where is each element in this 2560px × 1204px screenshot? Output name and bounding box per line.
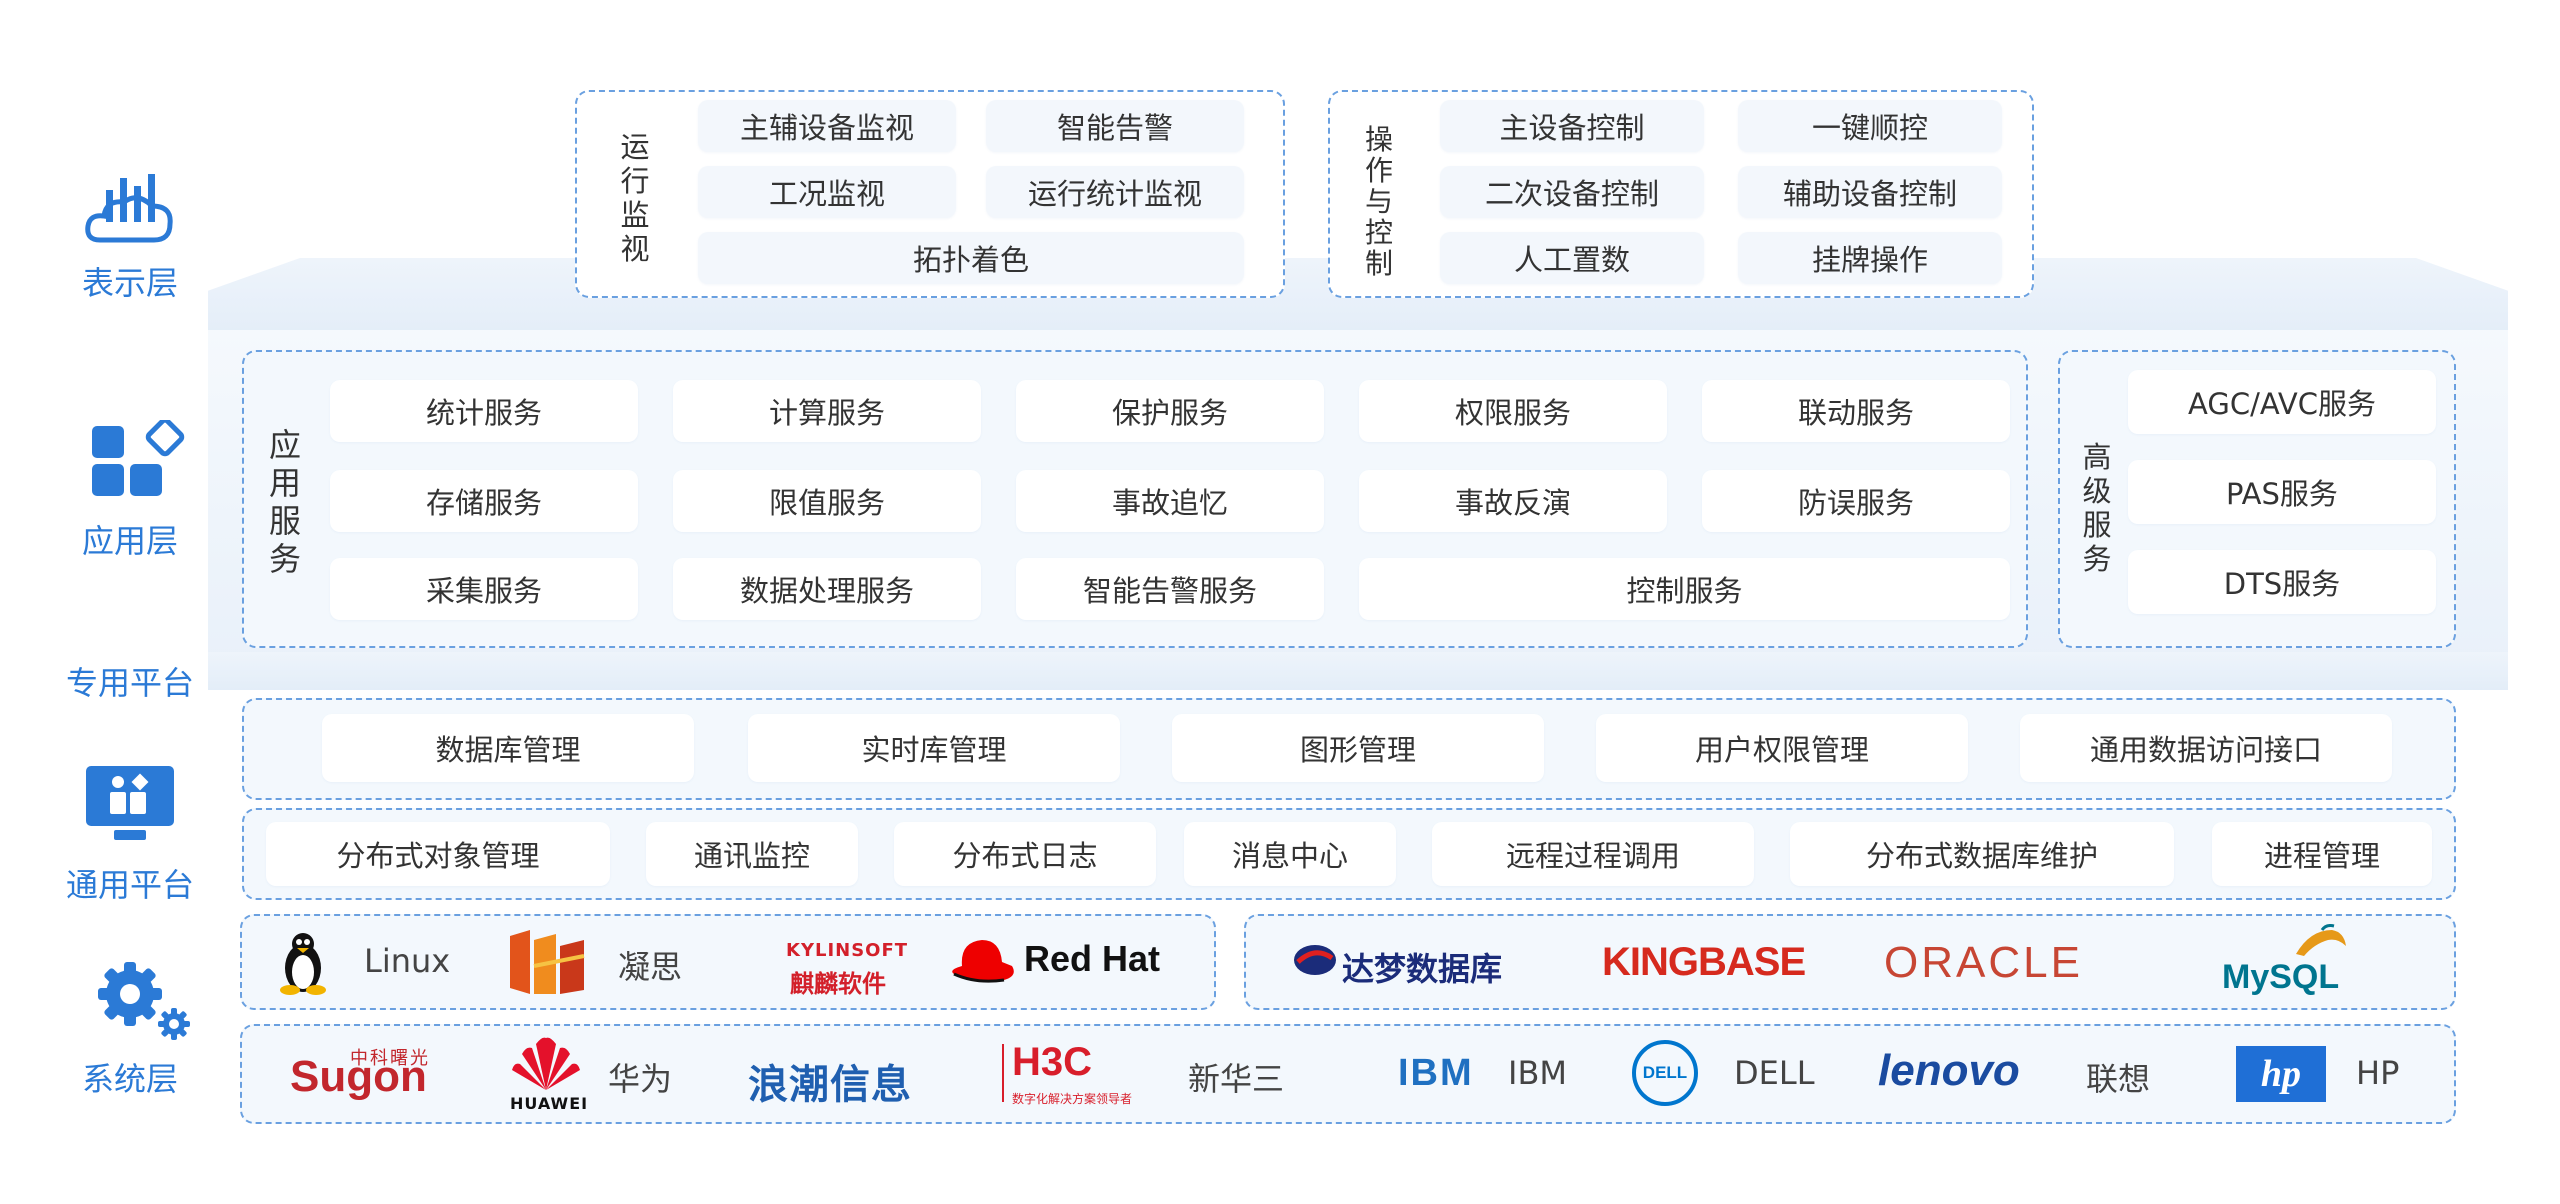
redhat-hat-icon: [952, 940, 1014, 983]
lenovo-label: 联想: [2086, 1060, 2151, 1098]
kylinsoft-brand: KYLINSOFT: [786, 940, 909, 961]
service-item[interactable]: 统计服务: [330, 380, 638, 442]
service-item[interactable]: 存储服务: [330, 470, 638, 532]
general-item[interactable]: 通讯监控: [646, 822, 858, 886]
service-item[interactable]: 事故反演: [1359, 470, 1667, 532]
platform-item[interactable]: 数据库管理: [322, 714, 694, 782]
dell-logo: DELL: [1632, 1040, 1698, 1106]
monitor-item[interactable]: 主辅设备监视: [698, 100, 956, 152]
ningsi-logo-icon: [510, 930, 585, 994]
presentation-layer-label: 表示层: [81, 264, 178, 302]
grid-diamond-icon: [92, 420, 185, 496]
general-item[interactable]: 远程过程调用: [1432, 822, 1754, 886]
h3c-slogan: 数字化解决方案领导者: [1012, 1092, 1133, 1106]
monitor-item[interactable]: 工况监视: [698, 166, 956, 218]
os-logos-panel: [240, 914, 1216, 1010]
service-item[interactable]: 保护服务: [1016, 380, 1324, 442]
chart-cloud-icon: [85, 174, 173, 243]
service-item[interactable]: 限值服务: [673, 470, 981, 532]
mysql-dolphin-icon: [2296, 924, 2346, 956]
linux-tux-icon: [280, 933, 326, 995]
advanced-services-title: 高级服务: [2082, 440, 2112, 576]
dedicated-platform-label: 专用平台: [65, 664, 194, 702]
control-item[interactable]: 人工置数: [1440, 232, 1704, 284]
service-item[interactable]: 权限服务: [1359, 380, 1667, 442]
general-item[interactable]: 进程管理: [2212, 822, 2432, 886]
hardware-logos-panel: [240, 1024, 2456, 1124]
hp-logo-text: hp: [2260, 1053, 2302, 1095]
general-item[interactable]: 分布式日志: [894, 822, 1156, 886]
dell-logo-text: DELL: [1642, 1063, 1688, 1082]
h3c-divider: [1002, 1044, 1004, 1102]
control-item[interactable]: 辅助设备控制: [1738, 166, 2002, 218]
dameng-label: 达梦数据库: [1342, 950, 1503, 988]
monitor-item[interactable]: 智能告警: [986, 100, 1244, 152]
dameng-logo-icon: [1294, 945, 1336, 975]
control-panel-title: 操作与控制: [1364, 123, 1393, 280]
advanced-item[interactable]: DTS服务: [2128, 550, 2436, 614]
service-item[interactable]: 采集服务: [330, 558, 638, 620]
lenovo-logo: lenovo: [1878, 1046, 2020, 1095]
platform-item[interactable]: 图形管理: [1172, 714, 1544, 782]
service-item[interactable]: 计算服务: [673, 380, 981, 442]
kylinsoft-cn: 麒麟软件: [790, 970, 886, 998]
platform-item[interactable]: 用户权限管理: [1596, 714, 1968, 782]
general-item[interactable]: 分布式对象管理: [266, 822, 610, 886]
system-layer-label: 系统层: [81, 1060, 178, 1098]
control-item[interactable]: 二次设备控制: [1440, 166, 1704, 218]
dedicated-band: [208, 652, 2508, 690]
service-item[interactable]: 联动服务: [1702, 380, 2010, 442]
advanced-item[interactable]: PAS服务: [2128, 460, 2436, 524]
mysql-logo: MySQL: [2222, 958, 2340, 996]
control-item[interactable]: 一键顺控: [1738, 100, 2002, 152]
sugon-cn: 中科曙光: [350, 1048, 430, 1069]
monitor-blocks-icon: [86, 766, 174, 840]
dell-label: DELL: [1734, 1054, 1815, 1092]
hp-label: HP: [2356, 1054, 2400, 1092]
ningsi-label: 凝思: [618, 948, 683, 986]
service-item[interactable]: 控制服务: [1359, 558, 2010, 620]
platform-item[interactable]: 通用数据访问接口: [2020, 714, 2392, 782]
platform-item[interactable]: 实时库管理: [748, 714, 1120, 782]
xinhuasan-label: 新华三: [1188, 1060, 1285, 1098]
monitor-panel-title: 运行监视: [620, 130, 650, 266]
service-item[interactable]: 数据处理服务: [673, 558, 981, 620]
application-layer-label: 应用层: [81, 522, 178, 560]
h3c-logo: H3C: [1012, 1040, 1093, 1084]
hp-logo: hp: [2236, 1046, 2326, 1102]
redhat-label: Red Hat: [1024, 938, 1161, 979]
app-services-title: 应用服务: [268, 426, 301, 578]
general-platform-label: 通用平台: [65, 866, 194, 904]
ibm-logo: IBM: [1398, 1052, 1474, 1094]
monitor-item[interactable]: 运行统计监视: [986, 166, 1244, 218]
control-item[interactable]: 主设备控制: [1440, 100, 1704, 152]
control-item[interactable]: 挂牌操作: [1738, 232, 2002, 284]
linux-label: Linux: [364, 942, 451, 980]
inspur-logo: 浪潮信息: [748, 1062, 912, 1108]
service-item[interactable]: 智能告警服务: [1016, 558, 1324, 620]
kingbase-logo: KINGBASE: [1602, 940, 1806, 984]
general-item[interactable]: 消息中心: [1184, 822, 1396, 886]
ibm-label: IBM: [1508, 1054, 1567, 1092]
service-item[interactable]: 防误服务: [1702, 470, 2010, 532]
sugon-logo: Sugon: [290, 1052, 427, 1101]
huawei-brand: HUAWEI: [510, 1094, 589, 1113]
advanced-item[interactable]: AGC/AVC服务: [2128, 370, 2436, 434]
general-item[interactable]: 分布式数据库维护: [1790, 822, 2174, 886]
huawei-label: 华为: [608, 1060, 673, 1098]
db-logos-panel: [1244, 914, 2456, 1010]
huawei-petal-icon: [512, 1037, 580, 1090]
service-item[interactable]: 事故追忆: [1016, 470, 1324, 532]
monitor-item[interactable]: 拓扑着色: [698, 232, 1244, 284]
gears-icon: [98, 962, 190, 1040]
oracle-logo: ORACLE: [1884, 938, 2083, 987]
